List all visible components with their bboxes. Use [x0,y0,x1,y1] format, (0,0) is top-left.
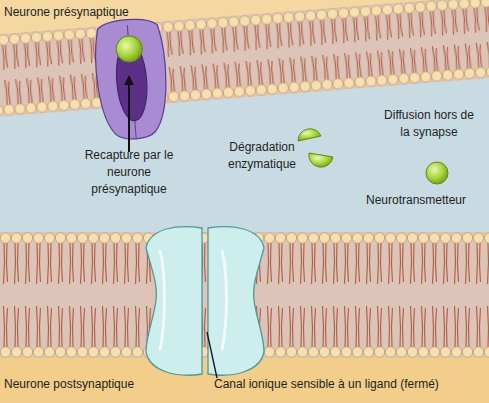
neuron-label: Neurone postsynaptique [4,376,174,393]
neurotransmitter-ball [426,162,448,184]
neurotransmitter-fragment [309,153,333,167]
part-label: Neurotransmetteur [366,192,486,209]
neurotransmitter-fragment [298,129,321,141]
channel-highlight [222,250,227,350]
process-label: Dégradation enzymatique [216,139,308,173]
process-label: Diffusion hors de la synapse [380,107,478,141]
channel-highlight [160,250,165,350]
reuptake-transporter [92,17,170,142]
leader-line [207,332,217,378]
neurotransmitter-ball [115,35,143,63]
process-label: Recapture par le neurone présynaptique [74,147,184,198]
ion-channel-half [208,227,264,376]
reuptake-arrow [128,80,130,152]
ion-channel-half [146,227,202,376]
part-label: Canal ionique sensible à un ligand (ferm… [214,376,486,393]
neuron-label: Neurone présynaptique [4,4,174,21]
presynaptic-membrane [0,0,489,154]
bilayer-core [0,0,489,121]
phospholipid-bilayer [0,0,489,121]
